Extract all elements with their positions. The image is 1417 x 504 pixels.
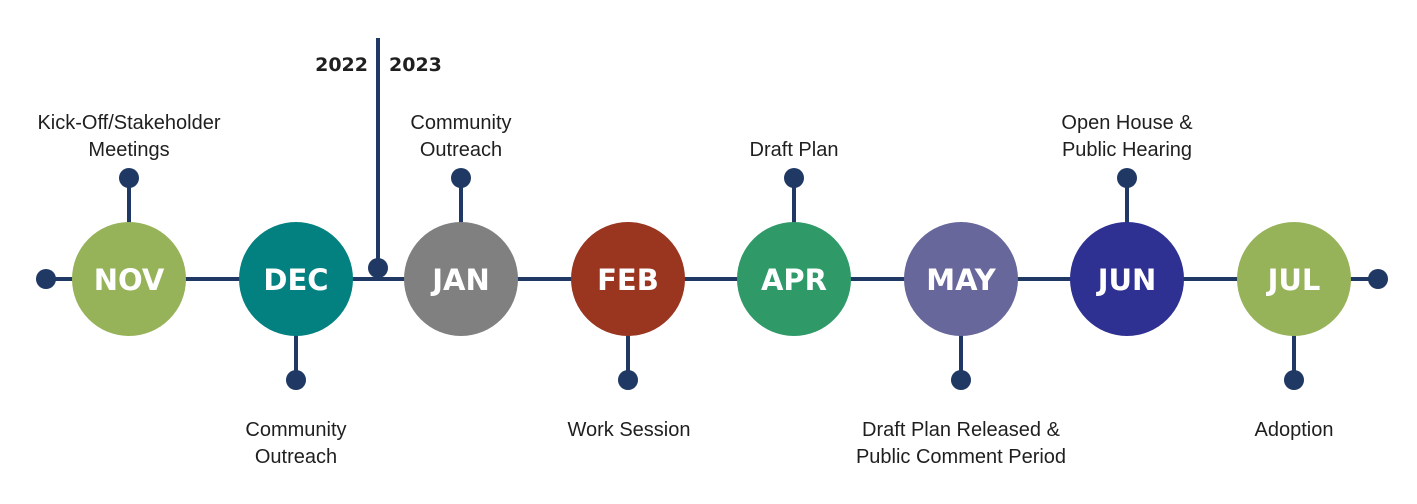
event-line-2: Outreach — [419, 139, 503, 161]
month-circle — [904, 222, 1018, 336]
event-label-apr: Draft Plan — [664, 137, 924, 164]
connector-dot-dec — [286, 370, 306, 390]
month-label: MAY — [926, 263, 997, 297]
connector-dot-may — [951, 370, 971, 390]
event-line-1: Open House & — [1061, 112, 1193, 134]
event-line-2: Public Hearing — [1061, 139, 1193, 161]
month-label: JAN — [430, 263, 490, 297]
connector-dot-jan — [451, 168, 471, 188]
month-circle — [404, 222, 518, 336]
month-circle — [1237, 222, 1351, 336]
month-circle — [72, 222, 186, 336]
event-label-dec: Community Outreach — [166, 417, 426, 471]
month-node-jul: JUL — [1237, 222, 1351, 336]
month-label: FEB — [597, 263, 659, 297]
axis-start-dot — [36, 269, 56, 289]
connector-dot-apr — [784, 168, 804, 188]
event-label-jun: Open House & Public Hearing — [997, 110, 1257, 164]
event-line-2: Meetings — [88, 139, 170, 161]
month-node-jan: JAN — [404, 222, 518, 336]
event-label-jan: Community Outreach — [331, 110, 591, 164]
event-line-2: Outreach — [254, 446, 338, 468]
month-circle — [571, 222, 685, 336]
event-line-1: Adoption — [1254, 419, 1334, 441]
month-node-jun: JUN — [1070, 222, 1184, 336]
month-label: DEC — [263, 263, 328, 297]
year-2022-label: 2022 — [315, 54, 368, 76]
event-label-jul: Adoption — [1164, 417, 1417, 444]
event-label-may: Draft Plan Released & Public Comment Per… — [831, 417, 1091, 471]
month-label: NOV — [94, 263, 165, 297]
event-label-feb: Work Session — [499, 417, 759, 444]
year-2023-label: 2023 — [389, 54, 442, 76]
connector-dot-nov — [119, 168, 139, 188]
event-line-1: Kick-Off/Stakeholder — [37, 112, 221, 134]
month-label: APR — [761, 263, 827, 297]
event-line-1: Work Session — [567, 419, 691, 441]
event-line-1: Community — [410, 112, 512, 134]
axis-end-dot — [1368, 269, 1388, 289]
month-circle — [737, 222, 851, 336]
month-node-feb: FEB — [571, 222, 685, 336]
year-divider-dot — [368, 258, 388, 278]
connector-dot-jul — [1284, 370, 1304, 390]
event-label-nov: Kick-Off/Stakeholder Meetings — [0, 110, 259, 164]
month-node-dec: DEC — [239, 222, 353, 336]
event-line-1: Draft Plan Released & — [862, 419, 1060, 441]
month-circle — [1070, 222, 1184, 336]
month-node-may: MAY — [904, 222, 1018, 336]
event-line-1: Community — [245, 419, 347, 441]
month-node-apr: APR — [737, 222, 851, 336]
month-node-nov: NOV — [72, 222, 186, 336]
connector-dot-feb — [618, 370, 638, 390]
event-line-2: Public Comment Period — [855, 446, 1067, 468]
event-line-1: Draft Plan — [749, 139, 839, 161]
month-label: JUL — [1266, 263, 1321, 297]
month-label: JUN — [1096, 263, 1157, 297]
month-circle — [239, 222, 353, 336]
connector-dot-jun — [1117, 168, 1137, 188]
